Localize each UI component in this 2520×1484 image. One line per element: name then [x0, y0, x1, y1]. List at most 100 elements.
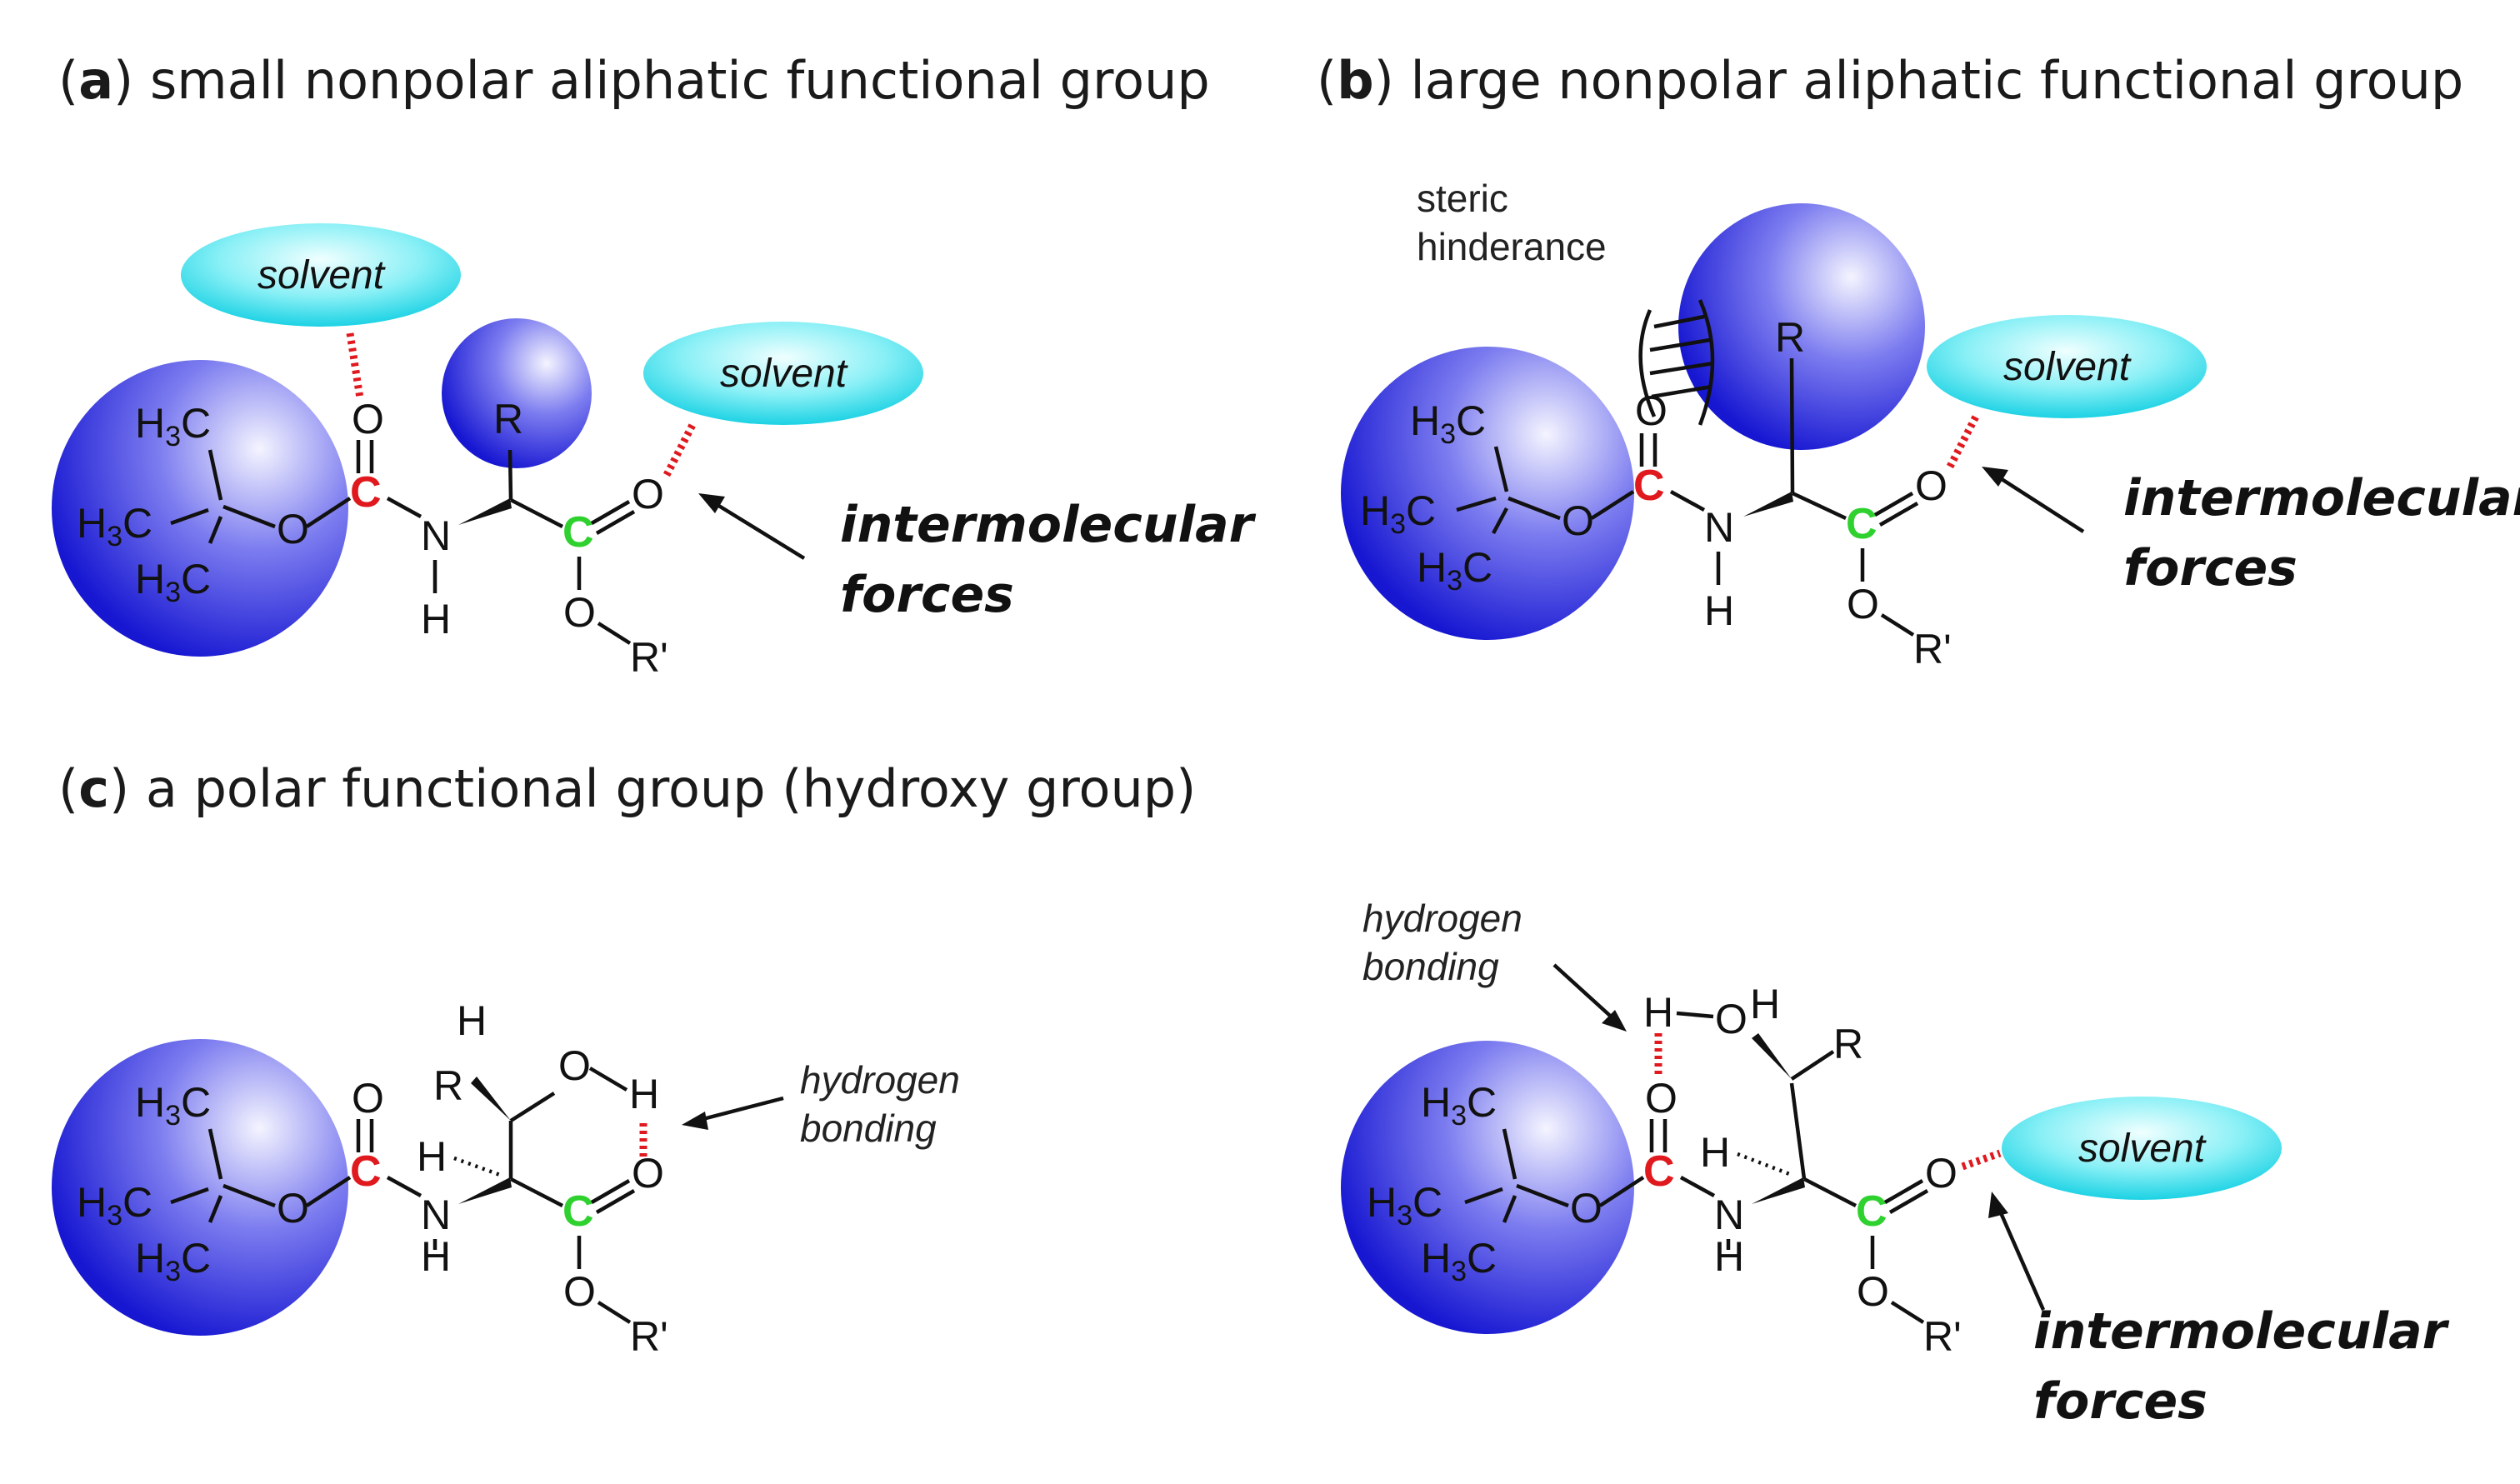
ester-oxygen-c2: O [1570, 1185, 1602, 1232]
panel-c-title-text: a polar functional group (hydroxy group) [129, 758, 1196, 819]
methyl-left: H3C [77, 500, 152, 552]
hb-label-c2-line2: bonding [1362, 945, 1499, 988]
ester-carbonyl-oxygen-c2: O [1925, 1150, 1958, 1197]
ester-carbon-c2: C [1856, 1187, 1888, 1236]
beta-hydrogen-c2: H [1750, 981, 1780, 1027]
methyl-bottom: H3C [135, 556, 211, 608]
solvent-label-top: solvent [258, 253, 386, 297]
tbutyl-sphere-c1 [52, 1039, 348, 1336]
ester-oxygen-2: O [563, 589, 596, 636]
alpha-hydrogen-c1: H [417, 1133, 447, 1180]
r-prime-c2: R' [1923, 1313, 1962, 1360]
h-bond-b [1947, 412, 1980, 469]
steric-clash-icon [1638, 299, 1715, 426]
methyl-bottom-c2: H3C [1421, 1235, 1497, 1287]
carbonyl-oxygen-b: O [1635, 387, 1668, 434]
hydroxyl-oxygen-c2: O [1715, 996, 1748, 1042]
panel-c-letter: c [78, 758, 109, 819]
r-prime-b: R' [1913, 626, 1952, 672]
solvent-ellipse-b [1927, 315, 2207, 418]
methyl-top-b: H3C [1410, 397, 1486, 450]
forces-label-b-line1: intermolecular [2123, 469, 2520, 527]
hydroxyl-oxygen-c1: O [558, 1042, 591, 1089]
amide-nitrogen-c1: N [421, 1192, 451, 1238]
ester-carbon-b: C [1846, 500, 1878, 548]
amide-nitrogen-c2: N [1714, 1192, 1744, 1238]
ester-oxygen-2-c2: O [1857, 1268, 1889, 1315]
forces-label-line1: intermolecular [840, 496, 1257, 554]
forces-label-c2-line1: intermolecular [2033, 1302, 2450, 1361]
methyl-left-c1: H3C [77, 1179, 152, 1232]
carbonyl-carbon: C [350, 468, 382, 517]
ester-oxygen-2-c1: O [563, 1268, 596, 1315]
solvent-ellipse-right [643, 322, 923, 425]
amide-hydrogen-c2: H [1714, 1233, 1744, 1280]
panel-a-letter: a [78, 50, 113, 111]
methyl-left-b: H3C [1360, 487, 1436, 540]
r-label: R [493, 396, 523, 442]
r-prime: R' [630, 634, 668, 681]
hb-label-c1-line2: bonding [800, 1107, 937, 1150]
carbonyl-oxygen-c1: O [352, 1075, 384, 1122]
r-label-b: R [1775, 314, 1805, 361]
h-bond-right [663, 421, 697, 477]
tbutyl-sphere-c2 [1341, 1041, 1634, 1334]
amide-nitrogen-b: N [1704, 504, 1734, 551]
solvent-label-right: solvent [720, 352, 848, 396]
panel-b: (b) large nonpolar aliphatic functional … [1317, 50, 2520, 672]
panel-a-title-text: small nonpolar aliphatic functional grou… [133, 50, 1209, 111]
hydroxyl-hydrogen-c1: H [629, 1071, 659, 1117]
hydroxyl-hydrogen-c2: H [1643, 989, 1673, 1036]
ester-oxygen-2-b: O [1847, 581, 1879, 627]
amide-hydrogen-b: H [1704, 587, 1734, 634]
h-bond-top [346, 332, 364, 399]
panel-a-title: (a) small nonpolar aliphatic functional … [58, 50, 1210, 111]
r-label-c1: R [433, 1062, 463, 1109]
carbonyl-carbon-b: C [1633, 462, 1665, 510]
amide-hydrogen-c1: H [421, 1233, 451, 1280]
panel-c: (c) a polar functional group (hydroxy gr… [52, 758, 2450, 1431]
ester-carbon-c1: C [562, 1187, 594, 1236]
ester-carbon: C [562, 508, 594, 557]
methyl-top: H3C [135, 400, 211, 452]
tbutyl-sphere-b [1341, 347, 1634, 640]
amide-hydrogen: H [421, 596, 451, 642]
amide-nitrogen: N [421, 512, 451, 559]
solvent-ellipse-top [181, 223, 461, 327]
alpha-hydrogen-c2: H [1700, 1129, 1730, 1176]
h-bond-solvent-c2 [1961, 1149, 2002, 1171]
solvent-label-c2: solvent [2078, 1127, 2207, 1171]
panel-b-letter: b [1337, 50, 1373, 111]
methyl-bottom-c1: H3C [135, 1235, 211, 1287]
carbonyl-carbon-c1: C [350, 1147, 382, 1196]
ester-oxygen: O [277, 506, 309, 552]
carbonyl-carbon-c2: C [1643, 1147, 1675, 1196]
solvent-label-b: solvent [2003, 345, 2132, 389]
carbonyl-oxygen-c2: O [1645, 1075, 1678, 1122]
steric-label-line1: steric [1417, 177, 1508, 220]
ester-carbonyl-oxygen-c1: O [632, 1150, 664, 1197]
ester-carbonyl-oxygen-b: O [1915, 462, 1948, 509]
methyl-top-c1: H3C [135, 1079, 211, 1132]
tbutyl-sphere [52, 360, 348, 657]
panel-b-title: (b) large nonpolar aliphatic functional … [1317, 50, 2463, 111]
methyl-top-c2: H3C [1421, 1079, 1497, 1132]
forces-label-c2-line2: forces [2033, 1372, 2208, 1431]
panel-a: (a) small nonpolar aliphatic functional … [52, 50, 1257, 681]
hb-label-c1-line1: hydrogen [800, 1058, 960, 1102]
carbonyl-oxygen: O [352, 396, 384, 442]
hb-label-c2-line1: hydrogen [1362, 897, 1522, 940]
r-prime-c1: R' [630, 1313, 668, 1360]
ester-carbonyl-oxygen: O [632, 471, 664, 517]
ester-oxygen-b: O [1562, 497, 1594, 544]
methyl-bottom-b: H3C [1417, 544, 1492, 597]
steric-label-line2: hinderance [1417, 225, 1607, 268]
solvent-ellipse-c2 [2002, 1097, 2282, 1200]
forces-label-b-line2: forces [2123, 539, 2298, 597]
forces-label-line2: forces [840, 566, 1014, 624]
large-r-sphere [1678, 203, 1925, 450]
panel-c-title: (c) a polar functional group (hydroxy gr… [58, 758, 1196, 819]
panel-b-title-text: large nonpolar aliphatic functional grou… [1394, 50, 2463, 111]
